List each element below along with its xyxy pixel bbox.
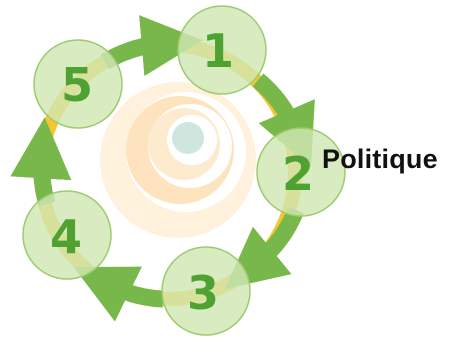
step-number-5: 5 <box>61 58 93 112</box>
background-swirl <box>100 82 256 238</box>
arrow-2-to-3 <box>224 206 304 290</box>
step-number-1: 1 <box>202 24 234 78</box>
step-node-1: 1 <box>177 5 267 95</box>
arrow-3-to-4 <box>73 266 164 322</box>
center-dot <box>172 122 204 154</box>
arrow-1-to-2 <box>252 73 315 168</box>
step-2-label: Politique <box>322 144 438 174</box>
step-node-2: 2 <box>256 127 346 217</box>
step-node-5: 5 <box>33 39 123 129</box>
step-node-4: 4 <box>22 190 112 280</box>
step-number-3: 3 <box>187 266 219 320</box>
step-number-2: 2 <box>282 147 314 201</box>
step-number-4: 4 <box>50 210 82 264</box>
step-node-3: 3 <box>161 246 251 336</box>
